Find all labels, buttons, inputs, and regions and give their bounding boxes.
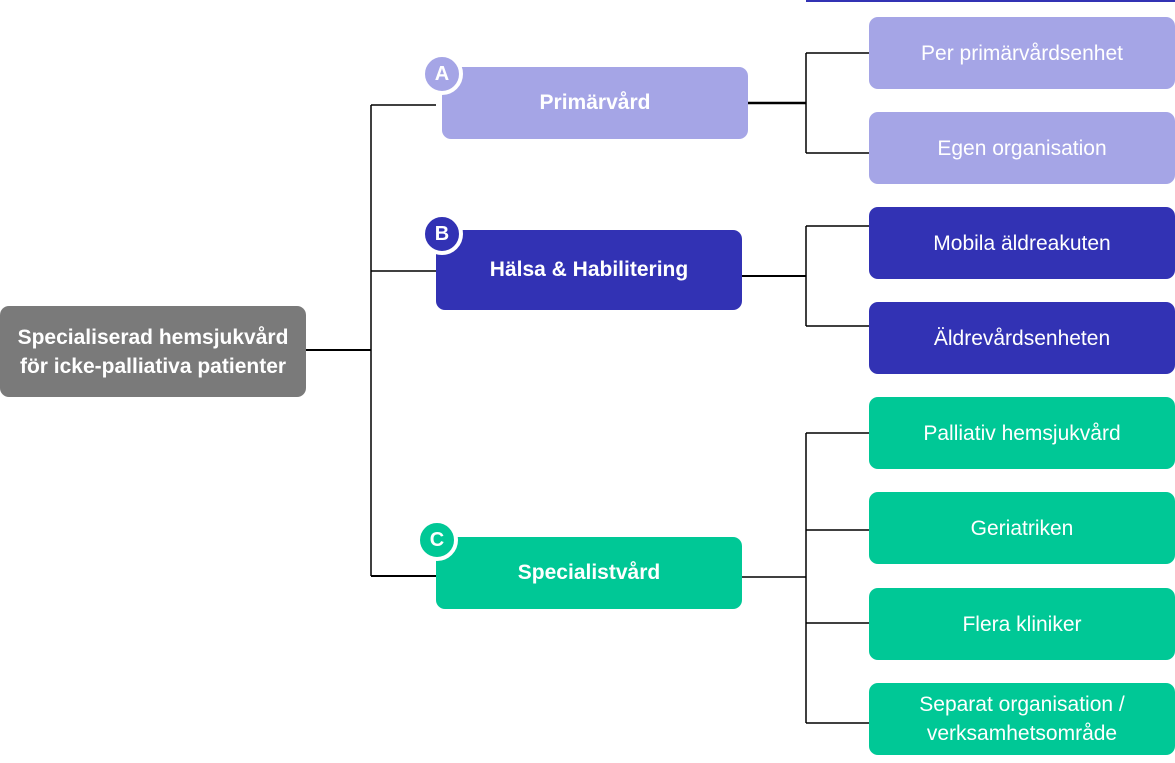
leaf-b-2-label: Äldrevårdsenheten xyxy=(933,326,1111,350)
badge-a: A xyxy=(421,53,463,95)
leaf-c-1: Palliativ hemsjukvård xyxy=(869,397,1175,469)
leaf-c-1-label: Palliativ hemsjukvård xyxy=(923,421,1121,445)
branch-a-node: Primärvård xyxy=(442,67,748,139)
leaf-c-4-label: Separat organisation / verksamhetsområde xyxy=(919,693,1125,745)
leaf-a-1: Per primärvårdsenhet xyxy=(869,17,1175,89)
leaf-c-2: Geriatriken xyxy=(869,492,1175,564)
leaf-c-3: Flera kliniker xyxy=(869,588,1175,660)
branch-a-label: Primärvård xyxy=(539,91,651,114)
leaf-c-2-label: Geriatriken xyxy=(970,516,1074,540)
branch-b-node: Hälsa & Habilitering xyxy=(436,230,742,310)
leaf-b-1-label: Mobila äldreakuten xyxy=(933,231,1111,255)
root-node: Specialiserad hemsjukvård för icke-palli… xyxy=(0,306,306,397)
badge-c: C xyxy=(416,519,458,561)
leaf-a-2-label: Egen organisation xyxy=(937,136,1107,160)
leaf-b-2: Äldrevårdsenheten xyxy=(869,302,1175,374)
root-label: Specialiserad hemsjukvård för icke-palli… xyxy=(17,325,289,378)
badge-b: B xyxy=(421,213,463,255)
branch-c-label: Specialistvård xyxy=(517,561,661,584)
leaf-b-1: Mobila äldreakuten xyxy=(869,207,1175,279)
branch-c-node: Specialistvård xyxy=(436,537,742,609)
leaf-c-4: Separat organisation / verksamhetsområde xyxy=(869,683,1175,755)
leaf-c-3-label: Flera kliniker xyxy=(962,612,1082,636)
branch-b-label: Hälsa & Habilitering xyxy=(489,258,689,281)
leaf-a-2: Egen organisation xyxy=(869,112,1175,184)
top-accent-line xyxy=(806,0,1175,2)
leaf-a-1-label: Per primärvårdsenhet xyxy=(921,41,1123,65)
